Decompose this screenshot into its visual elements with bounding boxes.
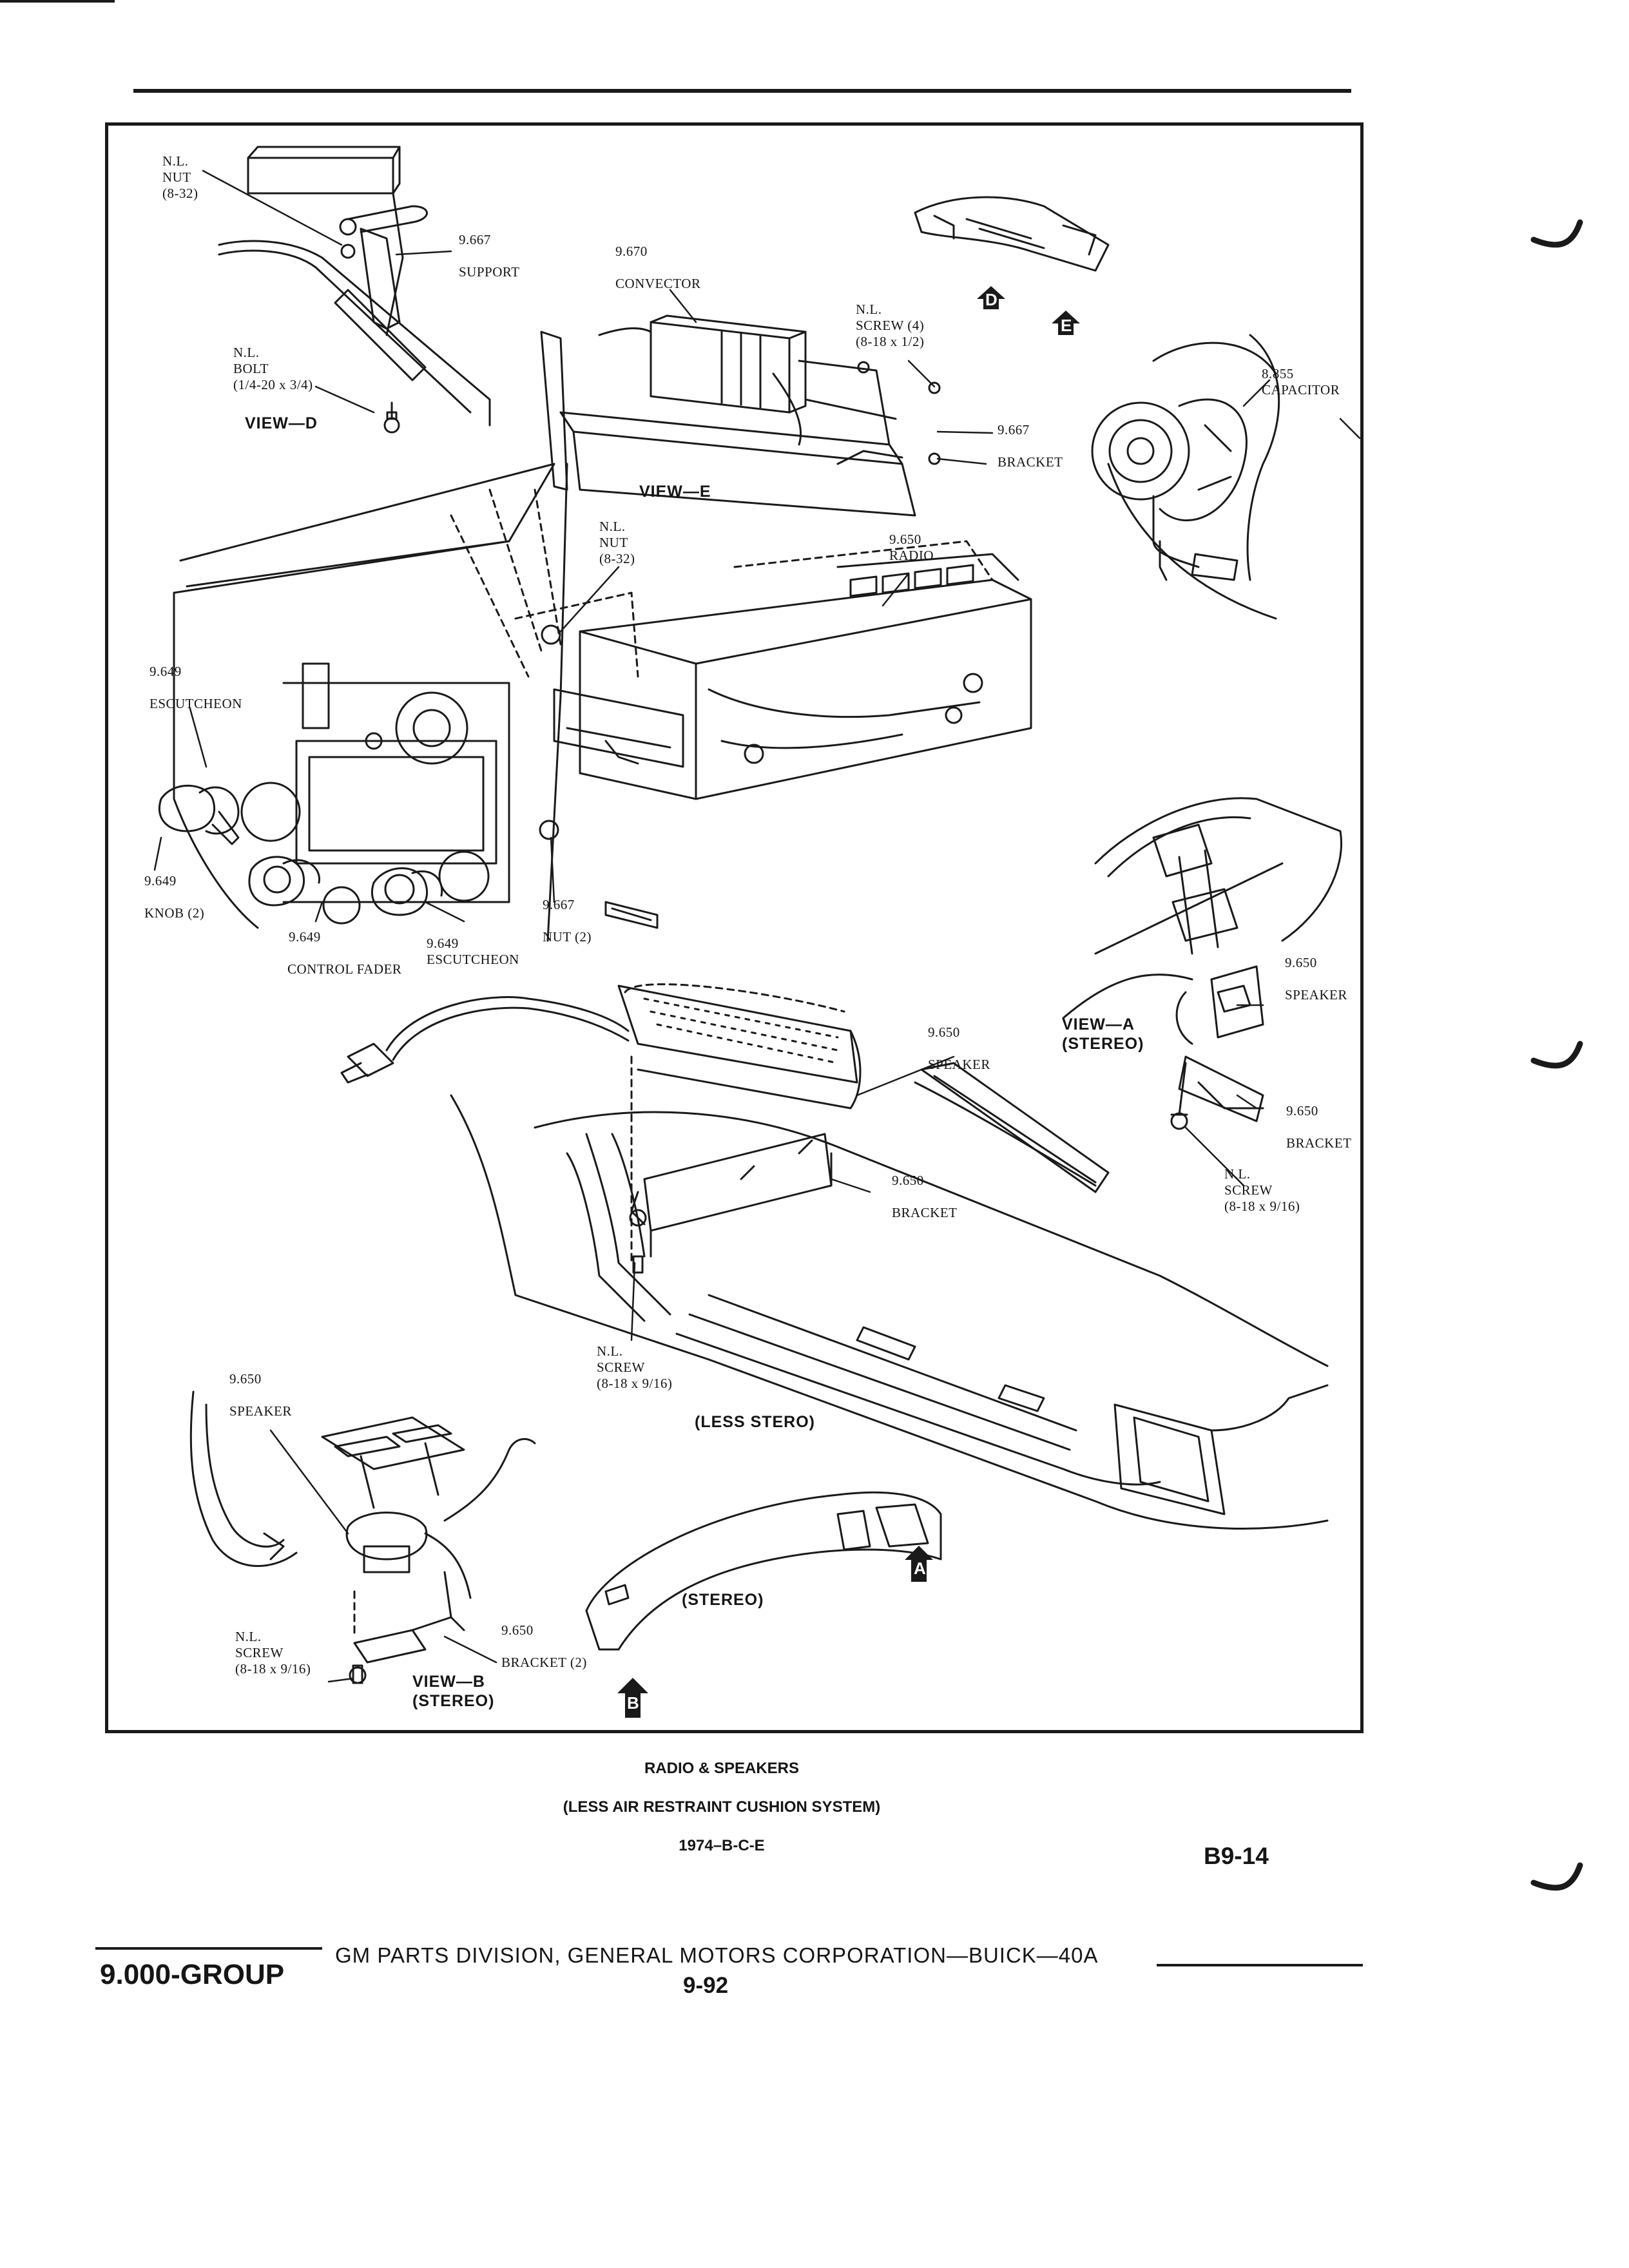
callout-speaker-center: 9.650 SPEAKER — [928, 1024, 990, 1072]
callout-bracket-a: 9.650 BRACKET — [1286, 1103, 1352, 1151]
footer-rule-right — [1157, 1964, 1363, 1966]
callout-nl-bolt: N.L. BOLT (1/4-20 x 3/4) — [233, 345, 313, 392]
page-id: B9-14 — [1204, 1843, 1269, 1869]
view-d-label: VIEW—D — [245, 414, 318, 432]
view-b-label: VIEW—B (STEREO) — [412, 1673, 495, 1710]
view-e-label: VIEW—E — [639, 483, 711, 501]
callout-escutcheon-left: 9.649 ESCUTCHEON — [149, 664, 242, 711]
callout-nl-screw-a: N.L. SCREW (8-18 x 9/16) — [1224, 1166, 1300, 1214]
figure-caption: RADIO & SPEAKERS (LESS AIR RESTRAINT CUS… — [516, 1740, 928, 1875]
callout-radio: 9.650 RADIO — [889, 532, 934, 563]
callout-nl-screw-center: N.L. SCREW (8-18 x 9/16) — [597, 1343, 673, 1391]
caption-line-2: (LESS AIR RESTRAINT CUSHION SYSTEM) — [563, 1798, 881, 1816]
badge-e: E — [1049, 308, 1083, 338]
center-speaker-drawing — [340, 983, 862, 1274]
callout-nl-screw-b: N.L. SCREW (8-18 x 9/16) — [235, 1629, 311, 1677]
view-d-drawing — [218, 146, 491, 434]
footer-rule-left — [95, 1947, 322, 1950]
callout-control-fader: CONTROL FADER — [287, 961, 402, 977]
callout-nl-screw-4: N.L. SCREW (4) (8-18 x 1/2) — [856, 302, 925, 349]
figure-frame — [105, 122, 1364, 1733]
group-label: 9.000-GROUP — [100, 1959, 285, 1990]
leader-lines — [153, 169, 1361, 1683]
stereo-locator-drawing — [585, 1491, 942, 1651]
less-stereo-label: (LESS STERO) — [695, 1413, 816, 1431]
callout-bracket-b: 9.650 BRACKET (2) — [501, 1622, 587, 1670]
caption-line-3: 1974–B-C-E — [679, 1837, 765, 1854]
callout-escutcheon-low: 9.649 — [289, 929, 321, 945]
division-line: GM PARTS DIVISION, GENERAL MOTORS CORPOR… — [335, 1943, 1099, 1967]
callout-capacitor: 8.855 CAPACITOR — [1262, 366, 1340, 398]
badge-a-icon — [905, 1546, 933, 1582]
callout-knob: 9.649 KNOB (2) — [144, 873, 205, 921]
badge-b: B — [615, 1675, 651, 1720]
badge-a: A — [902, 1543, 936, 1584]
badge-e-icon — [1052, 311, 1080, 335]
callout-nl-nut-top: N.L. NUT (8-32) — [162, 153, 198, 201]
callout-escutcheon-right: 9.649 ESCUTCHEON — [427, 936, 519, 967]
top-left-rule — [0, 0, 115, 3]
caption-line-1: RADIO & SPEAKERS — [644, 1760, 800, 1777]
callout-convector: 9.670 CONVECTOR — [615, 244, 701, 291]
callout-nl-nut-mid: N.L. NUT (8-32) — [599, 519, 635, 566]
badge-d-icon — [977, 286, 1005, 309]
callout-support: 9.667 SUPPORT — [459, 232, 520, 280]
stereo-label: (STEREO) — [682, 1591, 764, 1609]
badge-b-icon — [617, 1678, 648, 1718]
view-b-drawing — [189, 1390, 536, 1684]
callout-speaker-b: 9.650 SPEAKER — [229, 1371, 292, 1419]
dash-pad-drawing — [450, 862, 1329, 1530]
dash-locator-drawing — [914, 196, 1110, 272]
view-a-label: VIEW—A (STEREO) — [1062, 1015, 1144, 1053]
header-rule — [133, 89, 1351, 93]
view-a-drawing — [1062, 797, 1342, 1130]
capacitor-drawing — [1091, 334, 1280, 620]
callout-bracket-9667: 9.667 BRACKET — [998, 422, 1063, 470]
badge-d: D — [974, 284, 1008, 312]
callout-nut-2: 9.667 NUT (2) — [543, 897, 592, 945]
page-number: 9-92 — [683, 1973, 729, 1998]
callout-speaker-a: 9.650 SPEAKER — [1285, 955, 1347, 1003]
callout-bracket-center: 9.650 BRACKET — [892, 1173, 958, 1220]
